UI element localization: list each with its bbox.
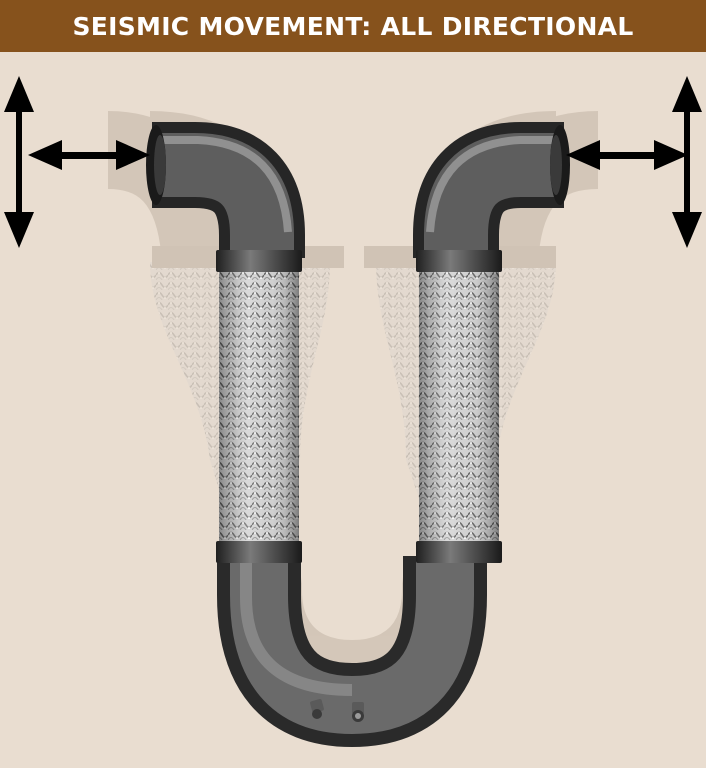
figure-title: SEISMIC MOVEMENT: ALL DIRECTIONAL bbox=[72, 12, 633, 41]
diagram-svg bbox=[0, 52, 706, 768]
right-top-collar bbox=[416, 250, 502, 272]
pipe-loop-diagram bbox=[0, 52, 706, 768]
left-bottom-collar bbox=[216, 541, 302, 563]
right-bottom-collar bbox=[416, 541, 502, 563]
left-top-collar bbox=[216, 250, 302, 272]
double-arrow-vertical-icon bbox=[4, 76, 34, 248]
double-arrow-vertical-icon bbox=[672, 76, 702, 248]
title-bar: SEISMIC MOVEMENT: ALL DIRECTIONAL bbox=[0, 0, 706, 52]
